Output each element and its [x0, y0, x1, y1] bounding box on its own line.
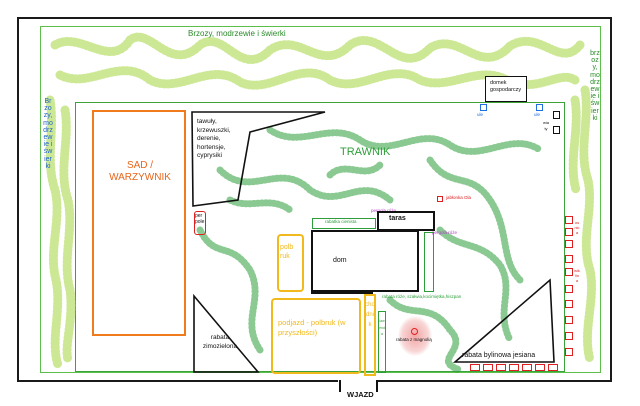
apple-tree-icon	[437, 196, 443, 202]
hedge-plant-icon	[565, 285, 573, 293]
lawn-area-outline	[75, 102, 565, 372]
sidewalk-path	[364, 294, 376, 376]
lawn-label: TRAWNIK	[340, 146, 391, 158]
shelter-label: wiaty	[543, 120, 550, 131]
hedge-plant-icon	[565, 300, 573, 308]
top-tree-label: Brzozy, modrzewie i świerki	[188, 29, 286, 38]
hedge-plant-icon	[565, 216, 573, 224]
shed-label: domek gospodarczy	[490, 80, 522, 93]
hedge-plant-icon	[522, 364, 532, 371]
hedge-plant-icon	[565, 316, 573, 324]
hedge-plant-icon	[565, 255, 573, 263]
hedge-plant-icon	[483, 364, 493, 371]
perennial-bed-label: rabata bylinowa jesiana	[462, 352, 536, 359]
hedge-plant-icon	[509, 364, 519, 371]
right-tree-label: brzozy, modrzewie i świerki	[590, 50, 600, 122]
driveway-area	[271, 298, 361, 374]
hedge-plant-icon	[565, 332, 573, 340]
terrace-label: taras	[389, 215, 406, 222]
hedge-plant-icon	[535, 364, 545, 371]
right-hedge-label: osnica	[574, 220, 580, 235]
paving-area-small	[277, 234, 304, 292]
pergola-top-label: pergola róże	[371, 208, 396, 213]
beehive-label: ule	[477, 112, 484, 117]
rose-bed-label: rabata róże, szałwia,kocimiętka,hiszpan	[382, 294, 462, 299]
shed-box	[485, 76, 527, 102]
shrub-bed-label: tawuły, krzewuszki, derenie, hortensje, …	[197, 118, 231, 159]
beehive-icon	[480, 104, 487, 111]
shade-bed-label: rabatka cienista	[325, 219, 357, 224]
magnolia-bed	[398, 316, 432, 356]
hedge-plant-icon	[565, 228, 573, 236]
lavender-label: lawenda	[379, 319, 385, 336]
magnolia-label: rabata z magnolią	[396, 337, 432, 342]
hedge-plant-icon	[565, 268, 573, 276]
orchard-label: SAD / WARZYWNIK	[109, 160, 171, 183]
shade-bed-outline	[312, 218, 376, 229]
hedge-plant-icon	[496, 364, 506, 371]
right-hedge-label: wiklina	[574, 268, 580, 283]
entrance-right-post	[376, 380, 378, 392]
lavender-bed	[378, 311, 386, 373]
pergola-pole-label: per pole	[195, 213, 205, 225]
left-tree-label: Brzozy, modrzewie i świerki	[43, 98, 53, 170]
entrance-label: WJAZD	[347, 390, 374, 399]
hedge-plant-icon	[470, 364, 480, 371]
beehive-icon	[536, 104, 543, 111]
pergola-mid-label: pergola róże	[432, 230, 458, 235]
compost-bin-icon	[553, 126, 560, 134]
paving-small-label: polb ruk	[280, 244, 294, 260]
rose-bed-outline	[424, 232, 434, 292]
beehive-label: ule	[534, 112, 541, 117]
house-porch	[311, 290, 373, 294]
driveway-label: podjazd - polbruk (w przyszłości)	[278, 318, 346, 337]
property-boundary	[17, 17, 612, 382]
hedge-plant-icon	[565, 240, 573, 248]
evergreen-bed-label: rabata zimozielona	[202, 334, 238, 350]
entrance-gap	[338, 380, 378, 386]
house-box	[311, 230, 419, 292]
pergola-pole-box	[194, 211, 206, 235]
sidewalk-label: chodnik	[365, 302, 375, 328]
hedge-plant-icon	[565, 348, 573, 356]
orchard-vegetable-box	[92, 110, 186, 336]
hedge-plant-icon	[548, 364, 558, 371]
entrance-left-post	[339, 380, 341, 392]
magnolia-icon	[411, 328, 418, 335]
house-label: dom	[333, 257, 347, 264]
apple-tree-label: jabłonka Ola	[446, 195, 472, 200]
compost-bin-icon	[553, 111, 560, 119]
